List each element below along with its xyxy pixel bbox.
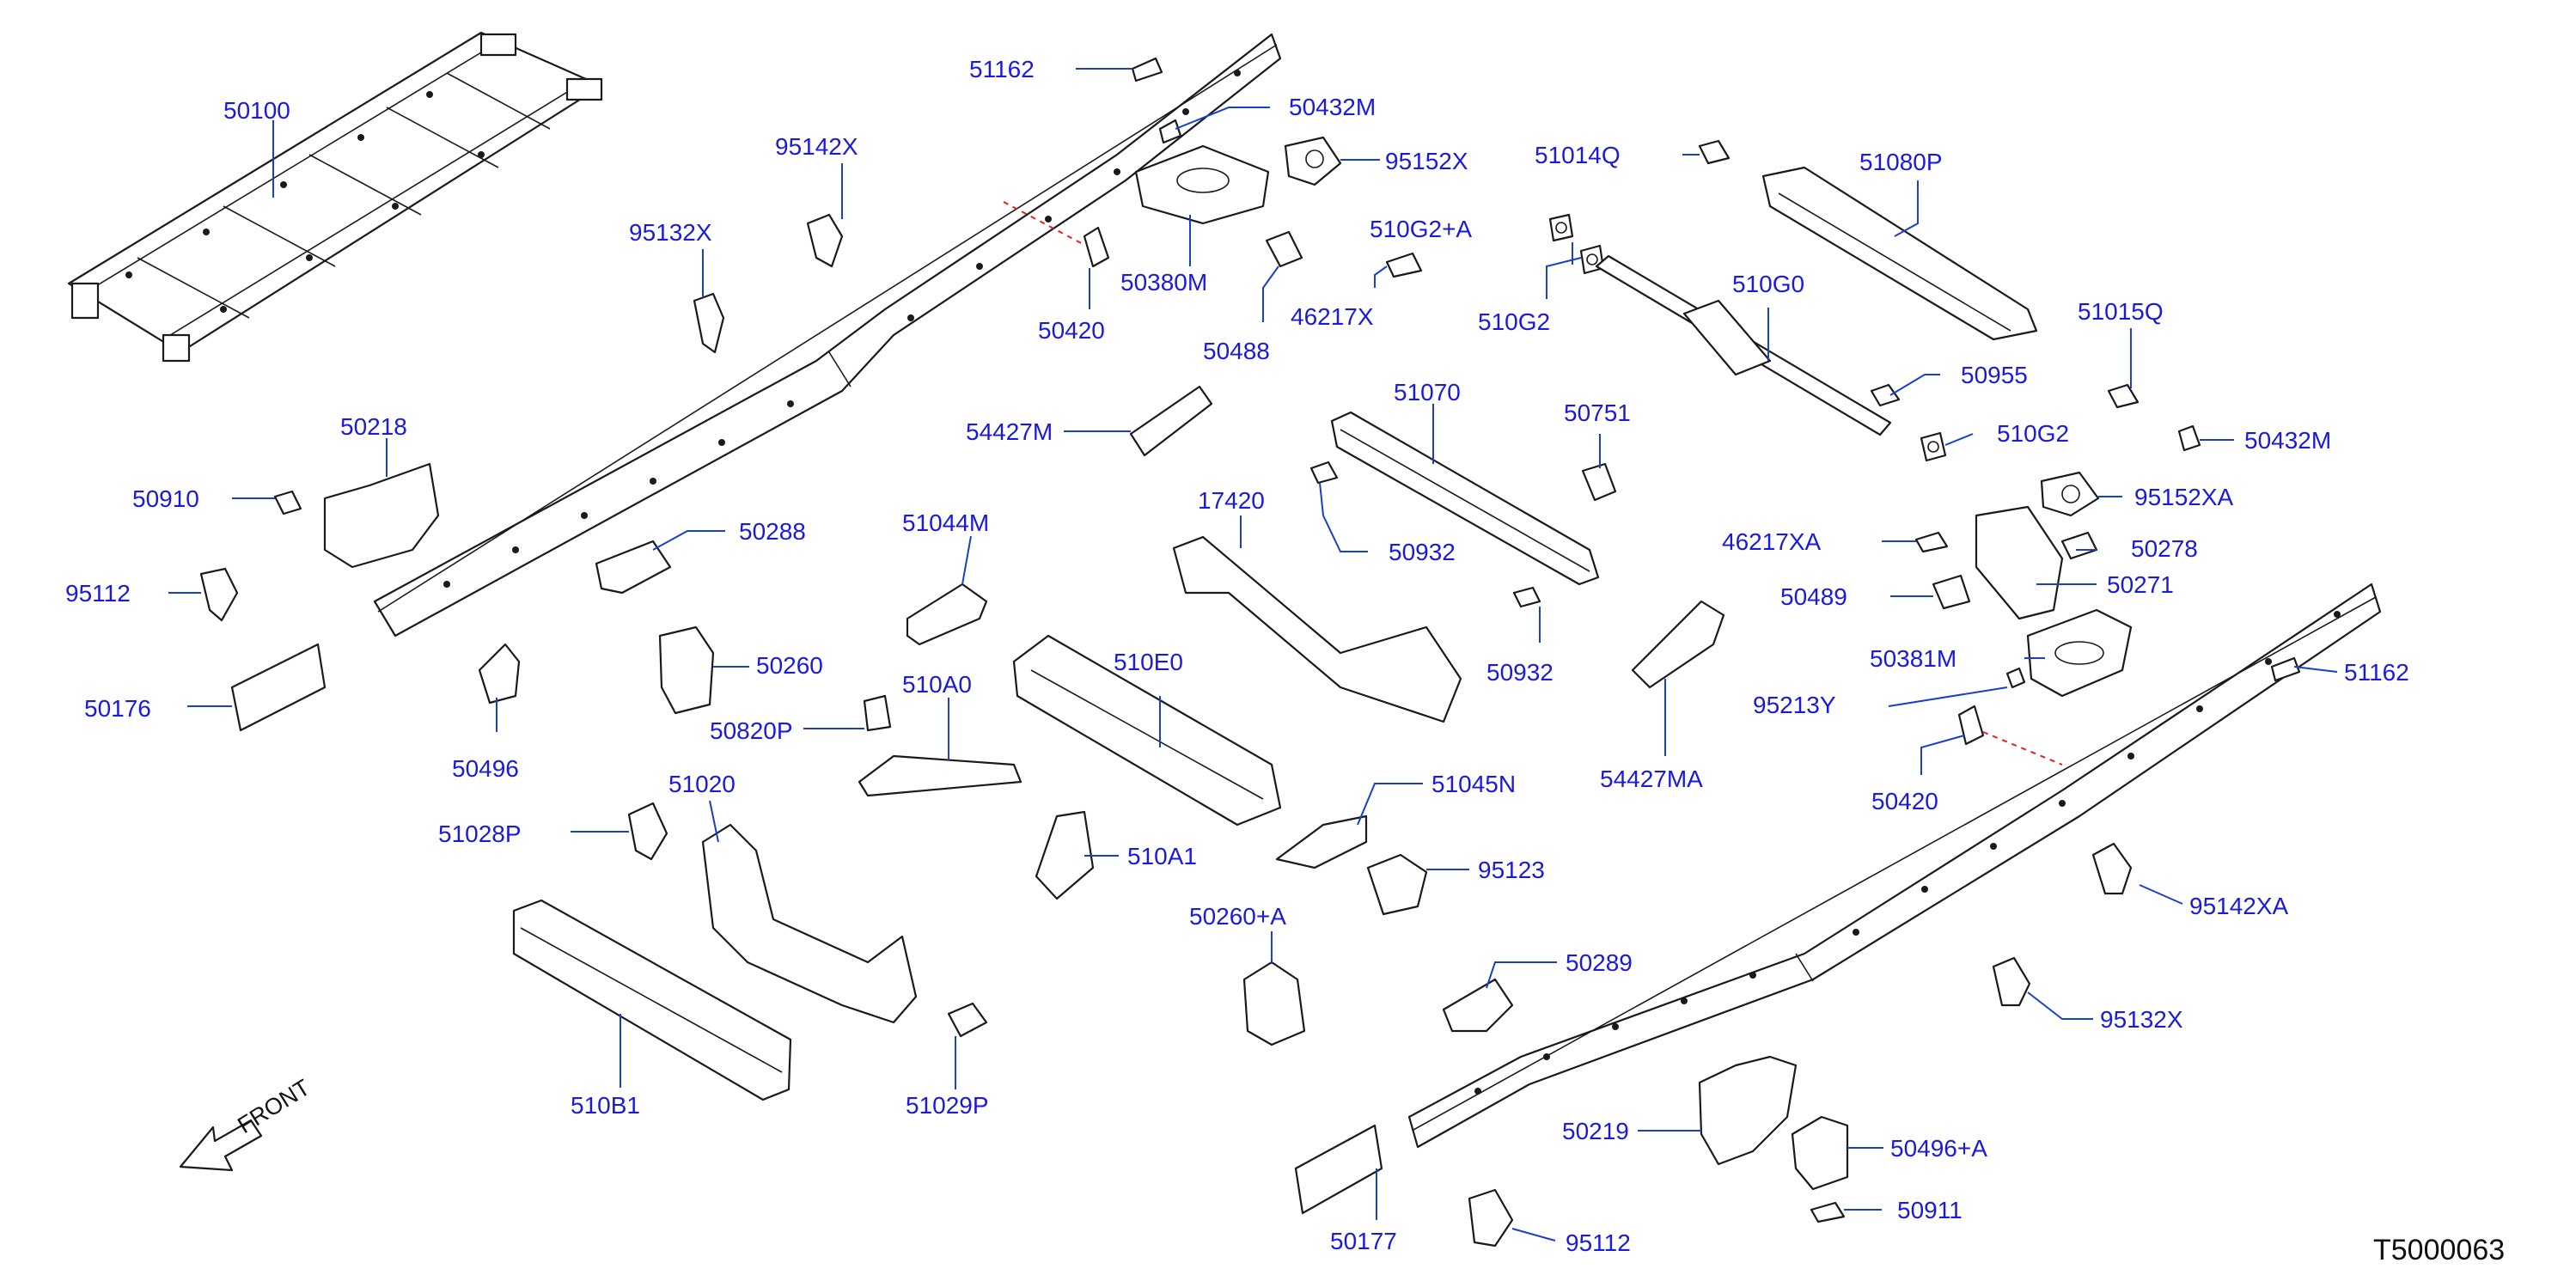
callout-46217XA[interactable]: 46217XA — [1722, 528, 1822, 555]
callout-95132X[interactable]: 95132X — [629, 219, 712, 246]
callout-51070[interactable]: 51070 — [1394, 379, 1461, 406]
callout-95123[interactable]: 95123 — [1478, 857, 1545, 883]
callout-51028P[interactable]: 51028P — [438, 821, 522, 847]
callout-95142XA[interactable]: 95142XA — [2189, 893, 2289, 919]
callout-17420[interactable]: 17420 — [1198, 487, 1265, 514]
part-callouts: 50100 51162 50432M 95152X 95142X 95132X … — [65, 56, 2409, 1256]
callout-510G2-top[interactable]: 510G2 — [1478, 308, 1550, 335]
diagram-code: T5000063 — [2373, 1234, 2505, 1266]
callout-51162-right[interactable]: 51162 — [2344, 659, 2409, 686]
front-direction-indicator: FRONT — [179, 1074, 314, 1172]
callout-50177[interactable]: 50177 — [1330, 1228, 1397, 1254]
callout-95152XA[interactable]: 95152XA — [2134, 484, 2234, 510]
callout-50496[interactable]: 50496 — [452, 755, 519, 782]
callout-50288[interactable]: 50288 — [739, 518, 806, 545]
callout-50100[interactable]: 50100 — [223, 97, 290, 124]
callout-510A1[interactable]: 510A1 — [1127, 843, 1197, 869]
callout-50910[interactable]: 50910 — [132, 485, 199, 512]
callout-50432M-right[interactable]: 50432M — [2244, 427, 2331, 454]
callout-50381M[interactable]: 50381M — [1870, 645, 1956, 672]
callout-50420-top[interactable]: 50420 — [1038, 317, 1105, 344]
callout-95132X-right[interactable]: 95132X — [2100, 1006, 2183, 1033]
callout-50289[interactable]: 50289 — [1566, 949, 1633, 976]
callout-50278[interactable]: 50278 — [2131, 535, 2198, 562]
callout-510G2A[interactable]: 510G2+A — [1370, 216, 1472, 242]
callout-51080P[interactable]: 51080P — [1859, 149, 1943, 175]
callout-95112-left[interactable]: 95112 — [65, 580, 131, 607]
callout-95112-right[interactable]: 95112 — [1566, 1229, 1631, 1256]
left-side-member-illustration — [373, 33, 1282, 638]
callout-54427MA[interactable]: 54427MA — [1600, 766, 1703, 792]
callout-51162-top[interactable]: 51162 — [969, 56, 1035, 82]
callout-51020[interactable]: 51020 — [668, 771, 736, 797]
callout-510B1[interactable]: 510B1 — [571, 1092, 640, 1119]
callout-50380M[interactable]: 50380M — [1120, 269, 1207, 296]
right-side-member-illustration — [1407, 583, 2382, 1149]
callout-50496A[interactable]: 50496+A — [1890, 1135, 1987, 1162]
callout-50911[interactable]: 50911 — [1897, 1197, 1963, 1223]
callout-51014Q[interactable]: 51014Q — [1535, 142, 1621, 168]
callout-51015Q[interactable]: 51015Q — [2078, 298, 2164, 325]
callout-50432M-top[interactable]: 50432M — [1289, 94, 1376, 120]
callout-50271[interactable]: 50271 — [2107, 571, 2174, 598]
callout-50218[interactable]: 50218 — [340, 413, 407, 440]
frame-assembly-illustration — [67, 31, 603, 363]
leader-lines — [168, 68, 2338, 1241]
callout-51029P[interactable]: 51029P — [906, 1092, 989, 1119]
callout-50489[interactable]: 50489 — [1780, 583, 1847, 610]
callout-50820P[interactable]: 50820P — [710, 717, 793, 744]
callout-50488[interactable]: 50488 — [1203, 338, 1270, 364]
callout-51045N[interactable]: 51045N — [1431, 771, 1516, 797]
callout-95152X[interactable]: 95152X — [1385, 148, 1468, 174]
callout-95142X[interactable]: 95142X — [775, 133, 858, 160]
callout-50932-a[interactable]: 50932 — [1389, 539, 1456, 565]
callout-54427M[interactable]: 54427M — [966, 418, 1053, 445]
callout-50219[interactable]: 50219 — [1562, 1118, 1629, 1144]
callout-50260A[interactable]: 50260+A — [1189, 903, 1286, 930]
callout-510G2-right[interactable]: 510G2 — [1997, 420, 2069, 447]
callout-510E0[interactable]: 510E0 — [1114, 649, 1183, 675]
callout-50955[interactable]: 50955 — [1961, 362, 2028, 388]
callout-510A0[interactable]: 510A0 — [902, 671, 972, 698]
callout-50420-right[interactable]: 50420 — [1871, 788, 1938, 814]
callout-95213Y[interactable]: 95213Y — [1753, 692, 1836, 718]
callout-510G0[interactable]: 510G0 — [1732, 271, 1804, 297]
callout-50932-b[interactable]: 50932 — [1486, 659, 1554, 686]
callout-50751[interactable]: 50751 — [1564, 400, 1631, 426]
callout-46217X[interactable]: 46217X — [1291, 303, 1374, 330]
front-arrow-icon — [179, 1119, 263, 1172]
callout-50260[interactable]: 50260 — [756, 652, 823, 679]
front-label: FRONT — [233, 1074, 314, 1138]
small-parts-illustrations — [199, 57, 2301, 1248]
callout-51044M[interactable]: 51044M — [902, 509, 989, 536]
callout-50176[interactable]: 50176 — [84, 695, 151, 722]
